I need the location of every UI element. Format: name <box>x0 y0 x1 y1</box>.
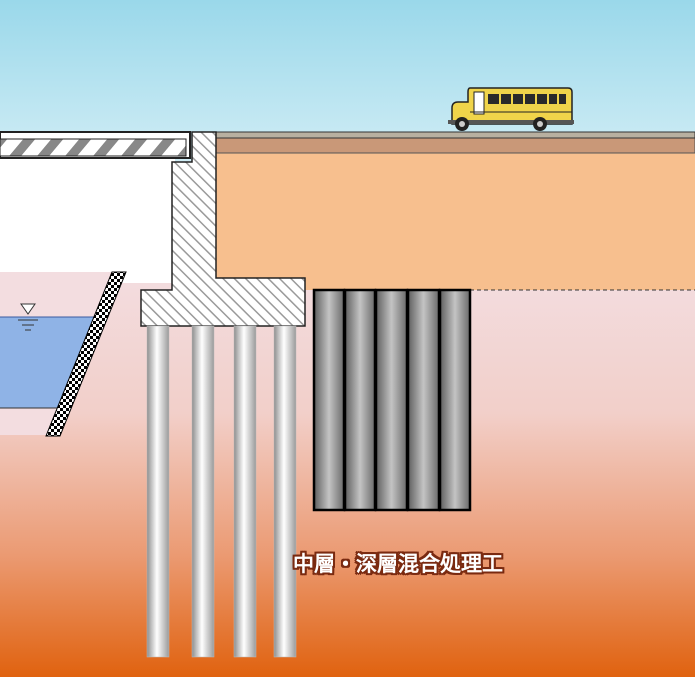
improvement-column <box>343 288 377 512</box>
abutment <box>140 131 306 327</box>
improvement-column <box>406 288 441 512</box>
road-surface <box>215 137 695 154</box>
pile <box>191 325 215 658</box>
excavated-area <box>0 158 175 283</box>
pile <box>233 325 257 658</box>
road-pavement <box>215 131 695 139</box>
slope-revetment <box>45 271 127 437</box>
piles <box>146 325 297 658</box>
pile <box>273 325 297 658</box>
water-body <box>0 317 98 408</box>
embankment <box>216 152 695 290</box>
pile <box>146 325 170 658</box>
school-bus-icon <box>448 87 574 131</box>
improvement-column <box>312 288 346 512</box>
bridge-deck <box>0 138 187 157</box>
method-caption: 中層・深層混合処理工 <box>293 552 503 576</box>
improvement-column <box>438 288 472 512</box>
improvement-column <box>374 288 409 512</box>
water-level-triangle-icon <box>18 303 38 331</box>
improvement-columns <box>312 288 472 512</box>
